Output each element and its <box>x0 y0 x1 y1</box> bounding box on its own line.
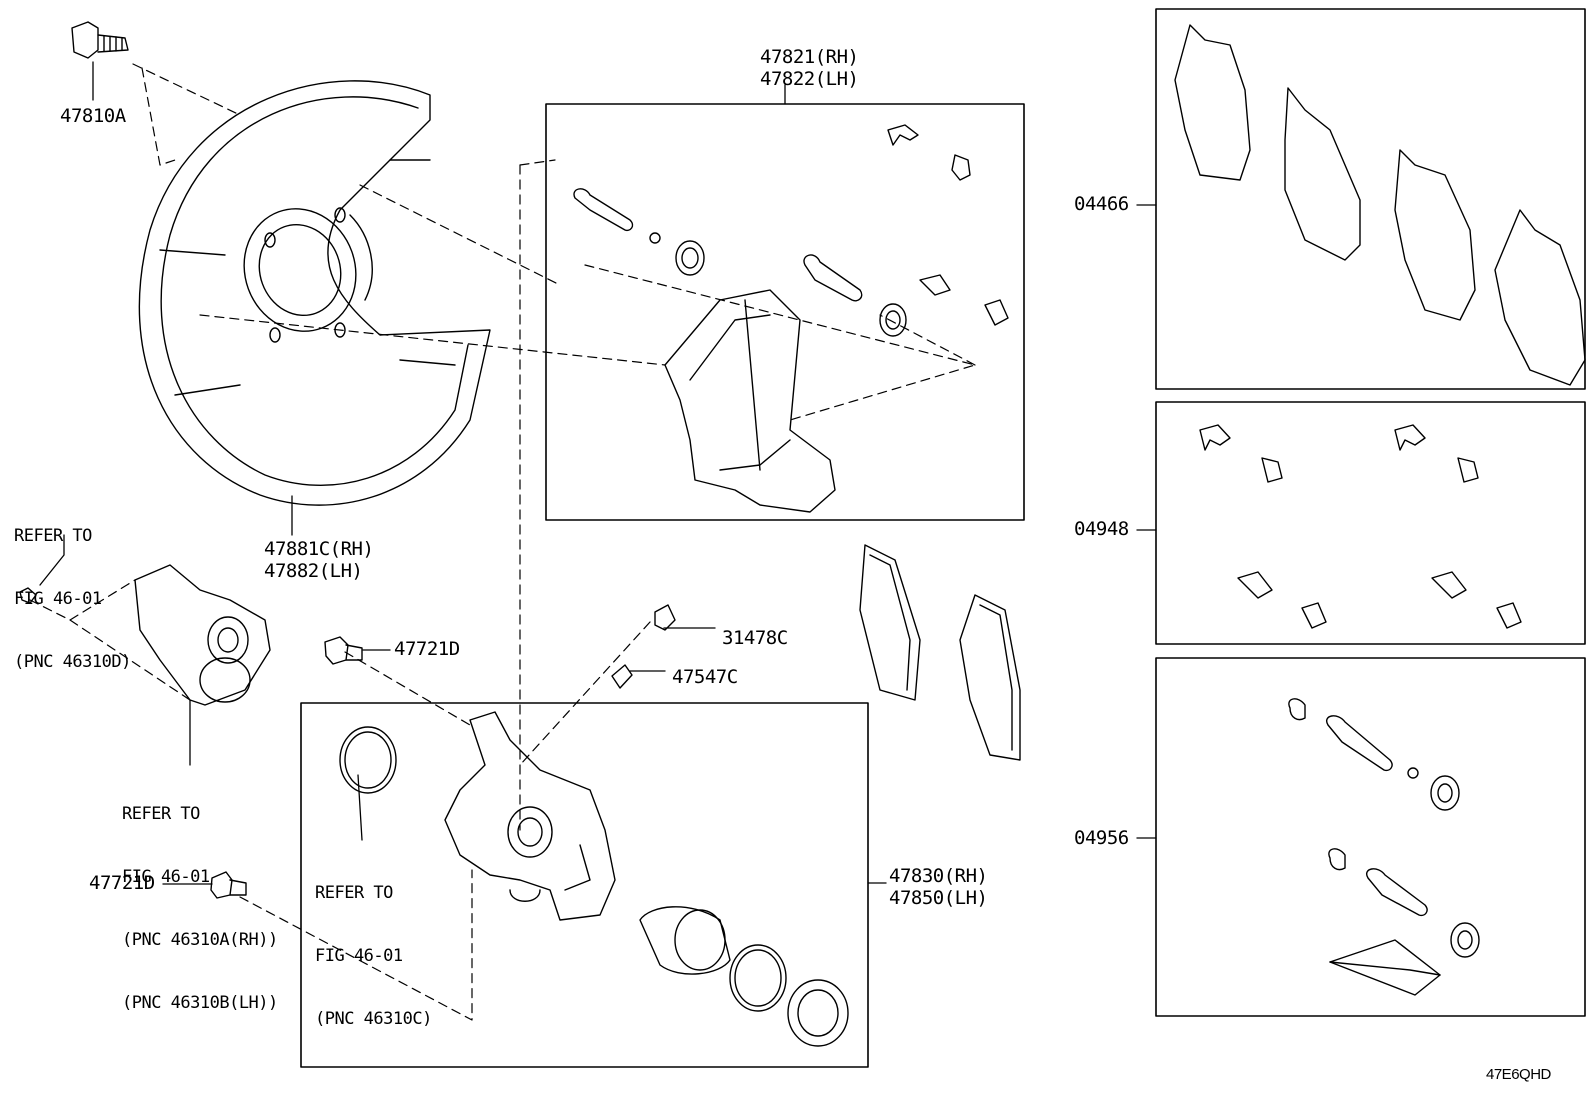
reference-line: FIG 46-01 <box>122 867 210 887</box>
cylinder-drawing <box>444 711 616 921</box>
callout-04956: 04956 <box>1074 827 1129 849</box>
callout-31478c: 31478C <box>722 627 788 649</box>
reference-line: FIG 46-01 <box>14 589 102 609</box>
reference-line: (PNC 46310C) <box>315 1009 432 1029</box>
reference-note-center: REFER TO FIG 46-01 (PNC 46310C) <box>315 841 432 1051</box>
reference-line: (PNC 46310D) <box>14 652 131 672</box>
callout-47830-rh: 47830(RH) <box>889 865 988 887</box>
callout-47881c-rh: 47881C(RH) <box>264 538 374 560</box>
callout-47810a: 47810A <box>60 105 126 127</box>
callout-04948: 04948 <box>1074 518 1129 540</box>
dashed-connectors <box>29 63 976 1021</box>
piston-seals-drawing <box>639 906 849 1047</box>
clip-kit-box <box>1155 401 1586 645</box>
callout-47721d-upper: 47721D <box>394 638 460 660</box>
leader-lines <box>39 61 1157 885</box>
diagram-code: 47E6QHD <box>1486 1066 1551 1083</box>
bolt-47810a-drawing <box>71 21 129 59</box>
callout-47850-lh: 47850(LH) <box>889 887 988 909</box>
pin-kit-box <box>1155 657 1586 1017</box>
reference-note-mid-left: REFER TO FIG 46-01 (PNC 46310A(RH)) (PNC… <box>122 762 278 1035</box>
reference-line: REFER TO <box>122 804 200 824</box>
pad-kit-drawing <box>1174 24 1586 386</box>
callout-04466: 04466 <box>1074 193 1129 215</box>
pad-kit-box <box>1155 8 1586 390</box>
mounting-bracket-drawing <box>573 124 1009 513</box>
reference-line: FIG 46-01 <box>315 946 403 966</box>
reference-line: (PNC 46310A(RH)) <box>122 930 278 950</box>
dust-cover-drawing <box>138 80 491 506</box>
cylinder-group-box <box>300 702 869 1068</box>
clip-kit-drawing <box>1199 424 1522 629</box>
pin-kit-drawing <box>1288 698 1480 996</box>
callout-47821-rh: 47821(RH) <box>760 46 859 68</box>
callout-47882-lh: 47882(LH) <box>264 560 363 582</box>
callout-47822-lh: 47822(LH) <box>760 68 859 90</box>
o-ring-drawing <box>339 726 397 794</box>
callout-47547c: 47547C <box>672 666 738 688</box>
reference-note-top-left: REFER TO FIG 46-01 (PNC 46310D) <box>14 484 131 694</box>
reference-line: REFER TO <box>14 526 92 546</box>
bleeder-parts-drawing <box>611 604 676 689</box>
reference-line: (PNC 46310B(LH)) <box>122 993 278 1013</box>
left-refer-parts-drawing <box>19 564 271 706</box>
callout-47721d-lower: 47721D <box>89 872 155 894</box>
bolts-47721d-drawing <box>210 636 363 899</box>
loose-pads-drawing <box>859 544 1021 761</box>
reference-line: REFER TO <box>315 883 393 903</box>
